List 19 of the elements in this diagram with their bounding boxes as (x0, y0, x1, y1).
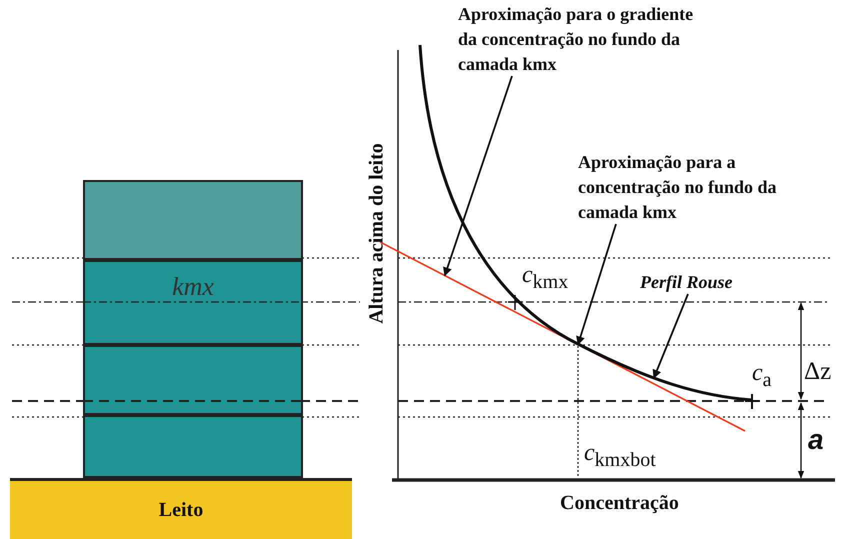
layer-box (83, 260, 303, 345)
axis-title: Altura acima do leito (366, 142, 388, 326)
layer-box (83, 345, 303, 415)
layer-box (83, 180, 303, 260)
variable-label: c$_{kmx}$ (522, 262, 568, 294)
layer-label: kmx (171, 272, 215, 302)
dimension-label: a (808, 424, 824, 456)
variable-label: c$_{a}$ (752, 360, 772, 392)
curve-label: Perfil Rouse (640, 270, 732, 295)
layer-box (83, 415, 303, 478)
annotation-text: Aproximação para o gradiente da concentração no fundo da camada kmx (458, 2, 706, 77)
dimension-label: Δz (804, 358, 832, 386)
leader-arrow (652, 294, 689, 379)
leader-arrow (443, 76, 513, 276)
annotation-text: Aproximação para a concentração no fundo da camada kmx (578, 150, 778, 225)
leader-arrow (576, 224, 617, 346)
bed-block: Leito (10, 478, 352, 539)
axis-title: Concentração (560, 492, 679, 515)
variable-label: c$_{kmxbot}$ (584, 440, 656, 472)
